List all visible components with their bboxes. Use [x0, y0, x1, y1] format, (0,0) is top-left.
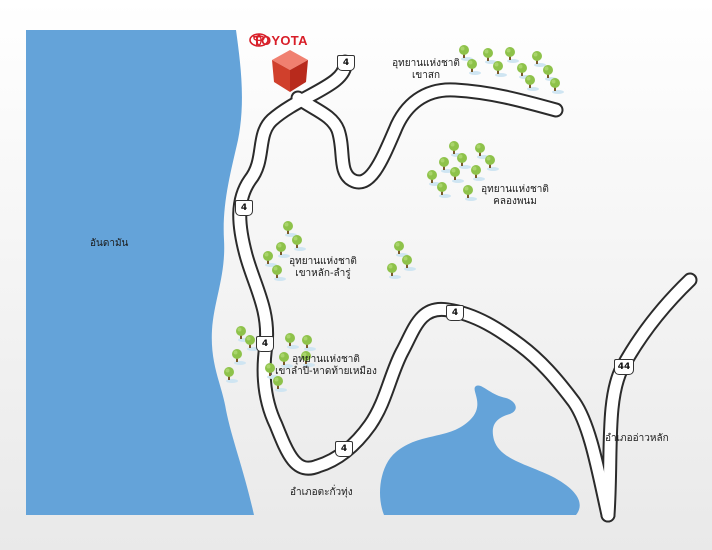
red-cube-marker-icon[interactable]	[272, 50, 308, 92]
park-label-khao-lampi: อุทยานแห่งชาติ เขาลำปี-หาดท้ายเหมือง	[275, 354, 377, 377]
road-shield: 4	[256, 336, 274, 352]
road-shield: 4	[446, 305, 464, 321]
road-shield: 4	[335, 441, 353, 457]
park-label-khao-lak: อุทยานแห่งชาติ เขาหลัก-ลำรู่	[289, 256, 357, 279]
park-label-khao-sok: อุทยานแห่งชาติ เขาสก	[392, 58, 460, 81]
road-shield: 44	[614, 359, 634, 375]
toyota-emblem-icon	[249, 33, 269, 47]
road-shield: 4	[337, 55, 355, 71]
andaman-sea	[26, 30, 254, 515]
park-label-khlong-phanom: อุทยานแห่งชาติ คลองพนม	[481, 184, 549, 207]
sea-label: อันดามัน	[90, 238, 129, 249]
lake	[380, 385, 580, 515]
district-label-takua-thung: อำเภอตะกั่วทุ่ง	[290, 487, 353, 498]
brand-logo: TOYOTA	[249, 33, 308, 48]
district-label-ao-luek: อำเภออ่าวหลัก	[605, 433, 669, 444]
road-shield: 4	[235, 200, 253, 216]
